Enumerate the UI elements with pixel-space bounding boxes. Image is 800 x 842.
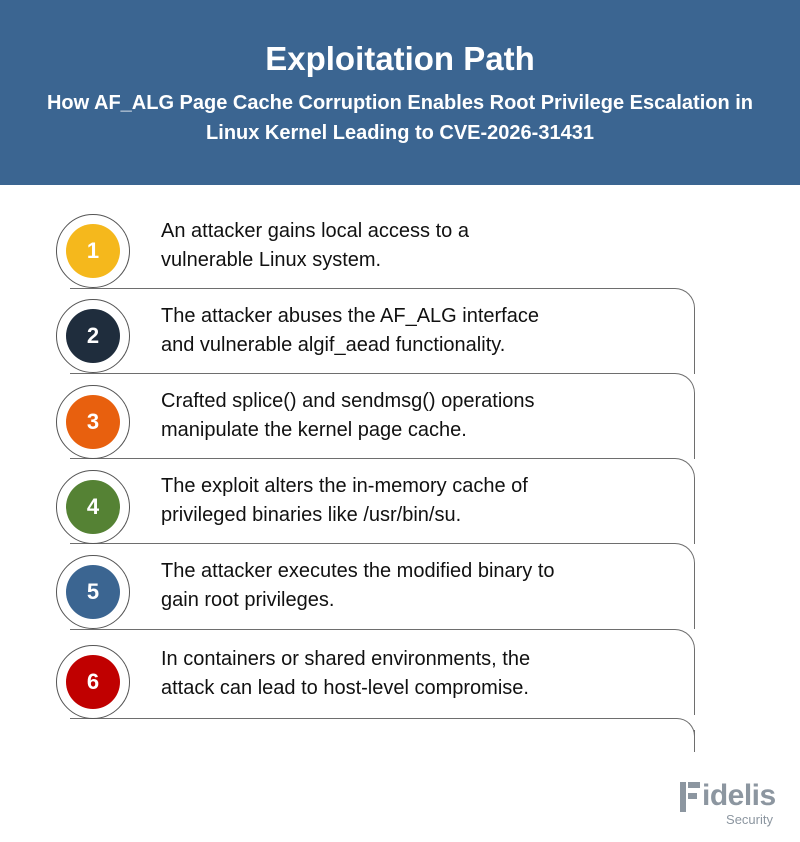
step-text-line: and vulnerable algif_aead functionality. <box>161 334 506 356</box>
logo-wordmark: idelis <box>702 779 776 812</box>
step-text-line: The attacker abuses the AF_ALG interface <box>161 305 539 327</box>
step-text-line: gain root privileges. <box>161 589 335 611</box>
step-badge: 3 <box>56 385 130 459</box>
step-text-line: manipulate the kernel page cache. <box>161 419 467 441</box>
fidelis-logo: idelis Security <box>680 776 790 832</box>
connector-line <box>70 373 695 459</box>
step-text: The attacker abuses the AF_ALG interface… <box>161 302 661 360</box>
step-badge: 5 <box>56 555 130 629</box>
step-text-line: An attacker gains local access to a <box>161 220 469 242</box>
step-number: 4 <box>66 480 120 534</box>
step-text-line: attack can lead to host-level compromise… <box>161 677 529 699</box>
connector-line <box>70 629 695 715</box>
step-text-line: The attacker executes the modified binar… <box>161 560 555 582</box>
step-text: In containers or shared environments, th… <box>161 645 661 703</box>
step-text-line: Crafted splice() and sendmsg() operation… <box>161 390 535 412</box>
connector-line <box>694 730 695 752</box>
step-text-line: privileged binaries like /usr/bin/su. <box>161 504 462 526</box>
fidelis-f-icon <box>680 782 702 812</box>
connector-line <box>70 288 695 374</box>
step-number: 6 <box>66 655 120 709</box>
step-badge: 6 <box>56 645 130 719</box>
step-text: An attacker gains local access to a vuln… <box>161 217 661 275</box>
step-badge: 4 <box>56 470 130 544</box>
step-text-line: In containers or shared environments, th… <box>161 648 531 670</box>
step-number: 3 <box>66 395 120 449</box>
header-banner: Exploitation Path How AF_ALG Page Cache … <box>0 0 800 185</box>
step-badge: 2 <box>56 299 130 373</box>
page-title: Exploitation Path <box>265 40 535 77</box>
step-badge: 1 <box>56 214 130 288</box>
connector-line <box>70 543 695 629</box>
connector-line <box>70 718 695 736</box>
step-text-line: vulnerable Linux system. <box>161 249 382 271</box>
connector-line <box>70 458 695 544</box>
logo-subtext: Security <box>726 812 773 827</box>
step-text: The attacker executes the modified binar… <box>161 557 661 615</box>
step-text-line: The exploit alters the in-memory cache o… <box>161 475 528 497</box>
step-number: 5 <box>66 565 120 619</box>
page-subtitle: How AF_ALG Page Cache Corruption Enables… <box>46 92 754 144</box>
step-number: 1 <box>66 224 120 278</box>
step-text: The exploit alters the in-memory cache o… <box>161 472 661 530</box>
step-number: 2 <box>66 309 120 363</box>
step-text: Crafted splice() and sendmsg() operation… <box>161 387 661 445</box>
